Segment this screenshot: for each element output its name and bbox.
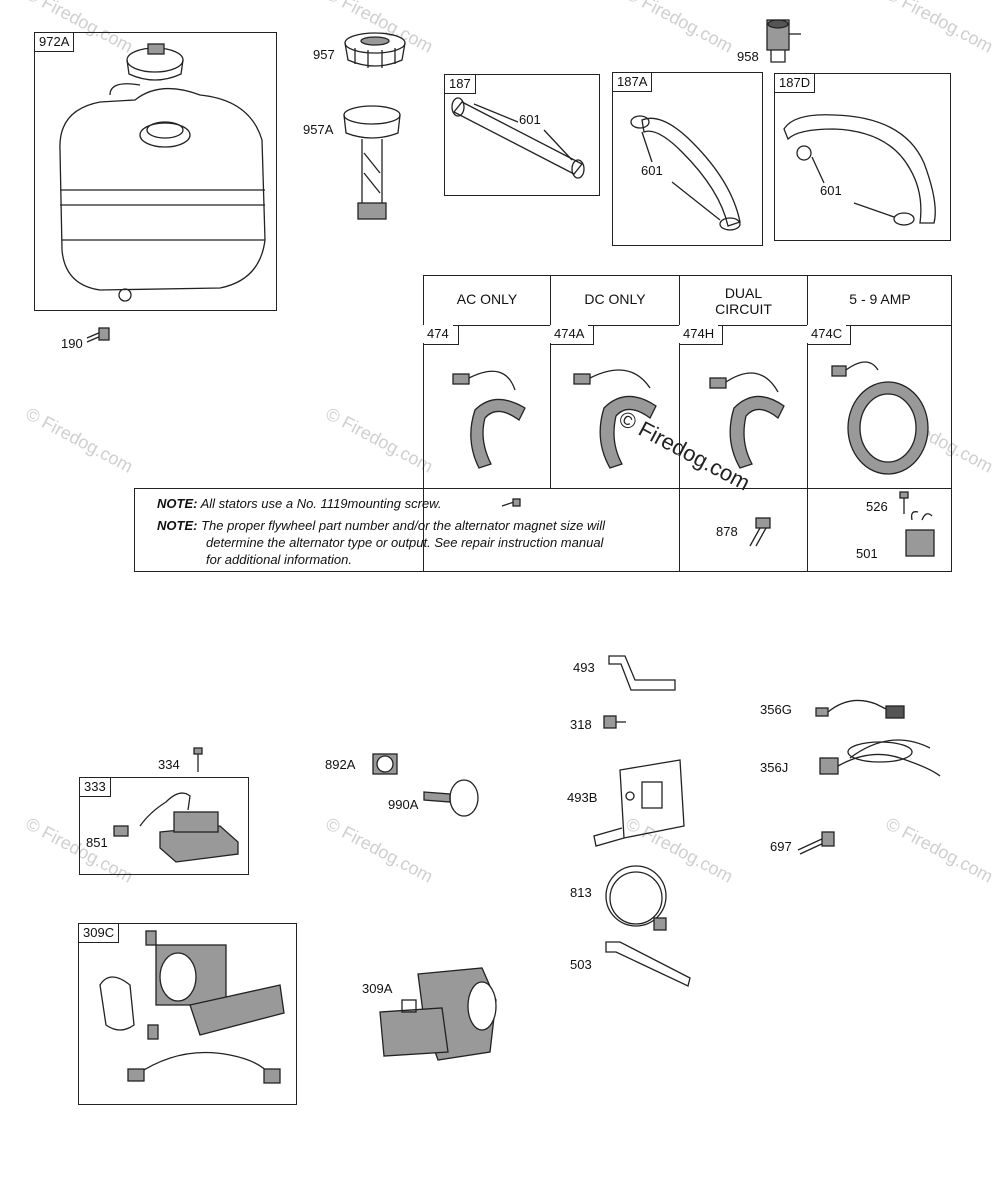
fuel-line-187A-box: 187A — [612, 72, 763, 246]
note-1: NOTE: All stators use a No. 1119mounting… — [157, 496, 441, 512]
starter-309C-box: 309C — [78, 923, 297, 1105]
tag-box: 474A — [550, 325, 594, 345]
fuel-line-187-icon — [451, 97, 585, 179]
connector-icon — [749, 517, 771, 547]
header-dual-circuit: DUAL CIRCUIT — [715, 285, 772, 317]
wire-356G-icon — [815, 699, 905, 719]
stator-dc-icon — [573, 369, 657, 469]
header-5-9-amp: 5 - 9 AMP — [849, 291, 911, 307]
part-label-309C: 309C — [78, 923, 120, 943]
screw-318-icon — [603, 715, 626, 729]
part-label-892A: 892A — [325, 757, 356, 772]
watermark: © Firedog.com — [322, 813, 437, 887]
screw-icon — [86, 327, 110, 343]
part-label-851: 851 — [86, 835, 108, 850]
part-label-318: 318 — [570, 717, 592, 732]
bracket-493B-icon — [593, 759, 685, 847]
stator-table — [423, 275, 952, 572]
part-label-187: 187 — [444, 74, 476, 94]
part-label-958: 958 — [737, 49, 759, 64]
part-label-190: 190 — [61, 336, 83, 351]
part-label-501: 501 — [856, 546, 878, 561]
part-label-356G: 356G — [760, 702, 792, 717]
part-label-474: 474 — [423, 325, 453, 343]
part-label-493: 493 — [573, 660, 595, 675]
watermark: © Firedog.com — [882, 813, 997, 887]
fuel-tank-icon — [59, 43, 266, 302]
stator-5-9-amp-icon — [831, 361, 929, 475]
fuel-line-187D-icon — [783, 114, 936, 226]
starter-motor-309C-icon — [99, 930, 285, 1084]
bolt-697-icon — [797, 831, 835, 855]
note-2: NOTE: The proper flywheel part number an… — [157, 518, 605, 534]
header-dc-only: DC ONLY — [584, 291, 646, 307]
note-label: NOTE: — [157, 518, 198, 533]
tag-box: 474 — [423, 325, 459, 345]
part-label-503: 503 — [570, 957, 592, 972]
ignition-coil-333-box: 333 — [79, 777, 249, 875]
part-label-309A: 309A — [362, 981, 393, 996]
tag-box: 474C — [807, 325, 851, 345]
watermark: © Firedog.com — [622, 0, 737, 57]
part-label-601: 601 — [519, 112, 541, 127]
table-divider — [807, 275, 808, 572]
note-2-line-3: for additional information. — [206, 552, 352, 567]
watermark: © Firedog.com — [882, 0, 997, 57]
part-label-526: 526 — [866, 499, 888, 514]
part-label-474A: 474A — [550, 325, 589, 343]
part-label-813: 813 — [570, 885, 592, 900]
part-label-474H: 474H — [679, 325, 719, 343]
knob-990A-icon — [423, 779, 479, 817]
ignition-coil-icon — [113, 792, 239, 863]
fuel-cap-icon — [344, 32, 406, 68]
mounting-screw-icon — [501, 498, 521, 507]
stator-dual-icon — [709, 372, 785, 469]
bracket-493-icon — [608, 655, 676, 691]
part-label-187A: 187A — [612, 72, 653, 92]
note-1-text: All stators use a No. 1119mounting screw… — [200, 496, 442, 511]
part-label-493B: 493B — [567, 790, 598, 805]
fuel-line-187A-icon — [630, 115, 741, 231]
stator-ac-icon — [452, 370, 526, 469]
switch-892A-icon — [372, 753, 398, 775]
screw-334-icon — [193, 747, 203, 772]
tag-box: 474H — [679, 325, 723, 345]
part-label-601: 601 — [820, 183, 842, 198]
starter-motor-309A-icon — [379, 967, 497, 1061]
fuel-line-187-box: 187 — [444, 74, 600, 196]
part-label-601: 601 — [641, 163, 663, 178]
part-label-972A: 972A — [34, 32, 75, 52]
part-label-697: 697 — [770, 839, 792, 854]
note-label: NOTE: — [157, 496, 198, 511]
gauge-cap-icon — [343, 105, 401, 220]
table-divider — [679, 275, 680, 572]
note-2-text: The proper flywheel part number and/or t… — [201, 518, 606, 533]
strap-503-icon — [605, 941, 691, 987]
part-label-990A: 990A — [388, 797, 419, 812]
note-2-line-2: determine the alternator type or output.… — [206, 535, 604, 550]
watermark: © Firedog.com — [22, 403, 137, 477]
part-label-957A: 957A — [303, 122, 334, 137]
part-label-187D: 187D — [774, 73, 816, 93]
part-label-878: 878 — [716, 524, 738, 539]
header-ac-only: AC ONLY — [456, 291, 518, 307]
part-label-474C: 474C — [807, 325, 847, 343]
table-divider — [550, 275, 551, 488]
harness-356J-icon — [819, 739, 941, 777]
part-label-333: 333 — [79, 777, 111, 797]
note-box — [134, 488, 680, 572]
part-label-356J: 356J — [760, 760, 789, 775]
regulator-icon — [899, 491, 935, 557]
fuel-line-187D-box: 187D — [774, 73, 951, 241]
fuel-tank-box: 972A — [34, 32, 277, 311]
part-label-957: 957 — [313, 47, 335, 62]
part-label-334: 334 — [158, 757, 180, 772]
fuel-valve-icon — [766, 19, 801, 63]
watermark: © Firedog.com — [322, 403, 437, 477]
clamp-813-icon — [605, 865, 667, 931]
